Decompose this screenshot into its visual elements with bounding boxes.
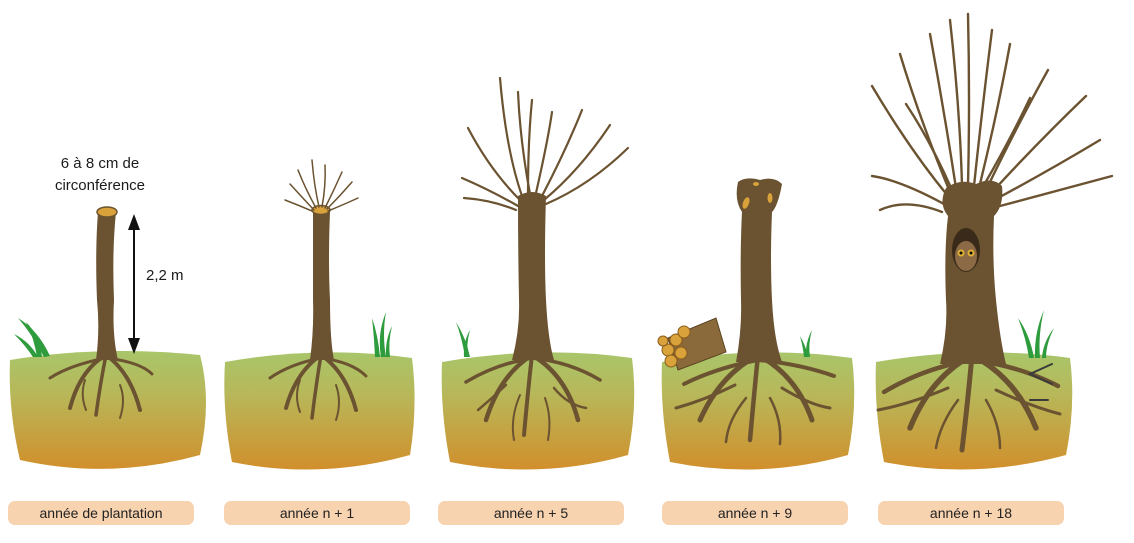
stage-year-9	[658, 178, 854, 469]
caption-year-5: année n + 5	[438, 501, 624, 525]
owl-icon	[952, 228, 980, 272]
soil-mound	[876, 352, 1073, 469]
tree-trunk	[512, 192, 554, 360]
grass-icon	[372, 312, 392, 357]
stage-year-1	[224, 160, 414, 470]
caption-year-18: année n + 18	[878, 501, 1064, 525]
caption-text-planting: année de plantation	[40, 505, 163, 521]
height-label: 2,2 m	[146, 267, 184, 284]
soil-mound	[10, 351, 206, 469]
pollard-trunk	[940, 180, 1006, 364]
stage-year-5	[442, 78, 635, 470]
caption-year-9: année n + 9	[662, 501, 848, 525]
grass-icon	[14, 318, 50, 357]
circumference-label-line2: circonférence	[55, 177, 145, 194]
caption-text-year-1: année n + 1	[280, 505, 355, 521]
tree-trunk	[310, 212, 334, 360]
young-shoots	[285, 160, 358, 211]
caption-text-year-18: année n + 18	[930, 505, 1012, 521]
caption-planting: année de plantation	[8, 501, 194, 525]
grass-icon	[800, 330, 812, 357]
soil-mound	[442, 352, 635, 469]
caption-text-year-9: année n + 9	[718, 505, 793, 521]
stage-planting: 6 à 8 cm de circonférence 2,2 m	[10, 155, 206, 469]
cut-top	[97, 207, 117, 217]
grass-icon	[1018, 310, 1054, 358]
tree-branches	[462, 78, 628, 210]
caption-text-year-5: année n + 5	[494, 505, 569, 521]
caption-year-1: année n + 1	[224, 501, 410, 525]
grass-icon	[456, 322, 470, 357]
circumference-label-line1: 6 à 8 cm de	[61, 155, 139, 172]
stage-year-18	[872, 14, 1112, 470]
cutting-trunk	[96, 212, 118, 360]
height-arrow-icon	[128, 214, 140, 354]
stage-captions: année de plantation année n + 1 année n …	[8, 501, 1064, 525]
